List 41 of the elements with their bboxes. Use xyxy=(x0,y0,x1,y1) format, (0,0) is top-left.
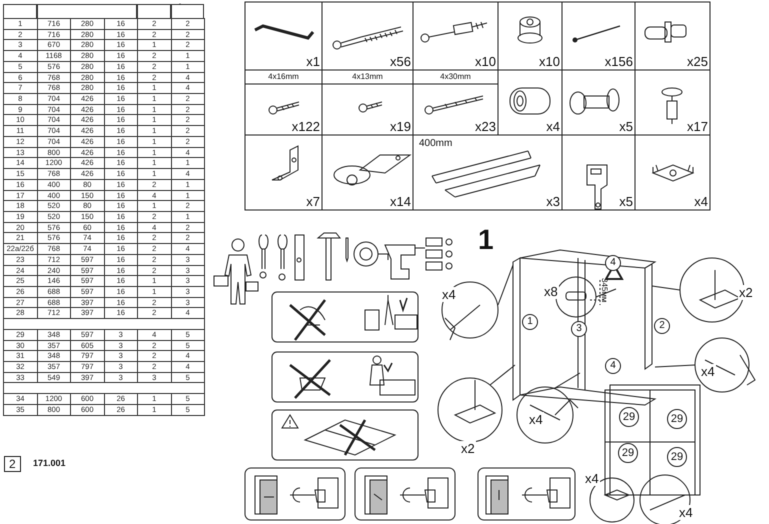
quantity: x14 xyxy=(390,195,411,208)
part-number: 1 xyxy=(522,314,538,330)
step-number: 1 xyxy=(478,226,494,254)
quantity: x4 xyxy=(584,471,600,486)
quantity: x5 xyxy=(619,195,633,208)
part-number: 2 xyxy=(654,318,670,334)
quantity: x4 xyxy=(700,364,716,379)
quantity: x4 xyxy=(528,412,544,427)
size-label: 4x13mm xyxy=(351,73,384,81)
quantity: x4 xyxy=(441,287,457,302)
size-label: 4x30mm xyxy=(439,73,472,81)
quantity: x7 xyxy=(306,195,320,208)
quantity: x3 xyxy=(546,195,560,208)
dimension-label: 345мм xyxy=(600,278,608,302)
quantity: x2 xyxy=(738,285,754,300)
quantity: x25 xyxy=(687,55,708,68)
part-number: 29 xyxy=(619,407,639,427)
quantity: x1 xyxy=(306,55,320,68)
part-number: 4 xyxy=(605,255,621,271)
quantity: x19 xyxy=(390,120,411,133)
quantity: x56 xyxy=(390,55,411,68)
part-number: 4 xyxy=(605,358,621,374)
quantity: x156 xyxy=(604,55,633,68)
quantity: x10 xyxy=(475,55,496,68)
part-number: 29 xyxy=(667,409,687,429)
quantity: x10 xyxy=(539,55,560,68)
quantity: x4 xyxy=(694,195,708,208)
part-number: 3 xyxy=(571,321,587,337)
page-number: 2 xyxy=(4,456,21,472)
part-number: 29 xyxy=(618,443,638,463)
quantity: x8 xyxy=(543,284,559,299)
quantity: x17 xyxy=(687,120,708,133)
quantity: x5 xyxy=(619,120,633,133)
size-label: 4x16mm xyxy=(267,73,300,81)
quantity: x4 xyxy=(678,505,694,520)
quantity: x4 xyxy=(546,120,560,133)
part-number: 29 xyxy=(667,447,687,467)
quantity: x2 xyxy=(460,441,476,456)
article-number: 171.001 xyxy=(33,459,66,468)
quantity: x23 xyxy=(475,120,496,133)
quantity: x122 xyxy=(292,120,320,133)
